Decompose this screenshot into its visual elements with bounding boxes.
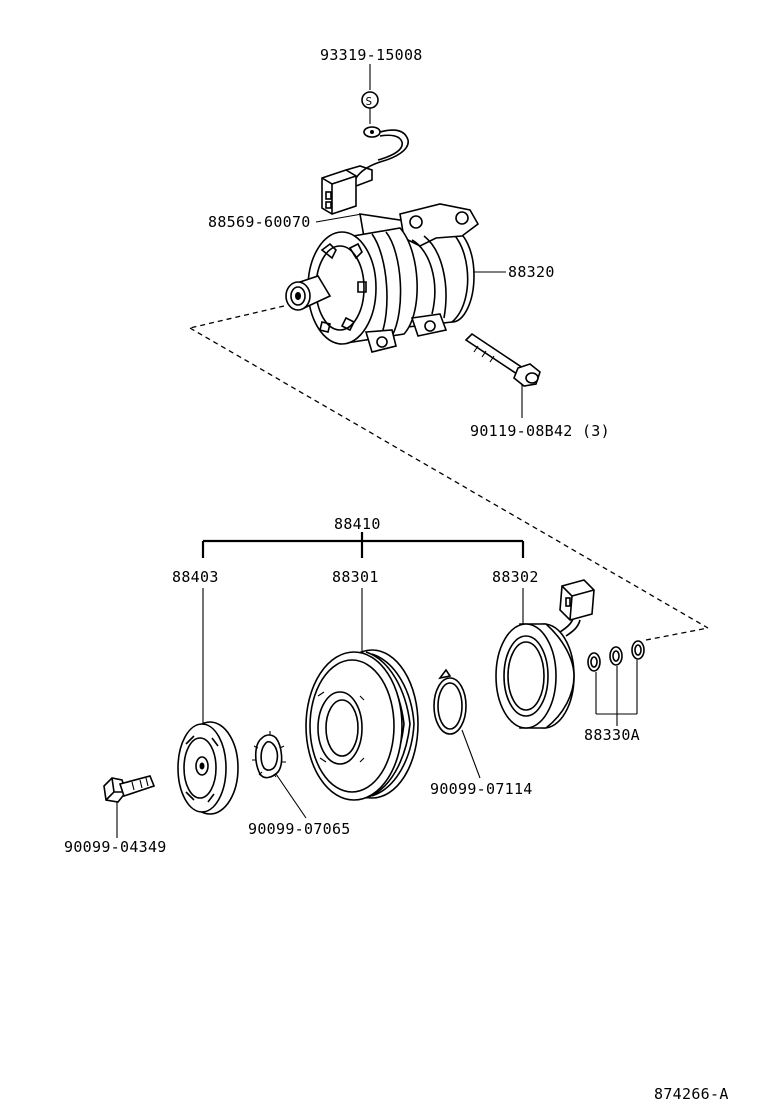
pressure-plate-icon <box>177 721 239 815</box>
snap-ring-plate-icon <box>252 731 286 779</box>
callout-thermistor[interactable]: 88569-60070 <box>208 213 311 231</box>
compressor-body-icon <box>285 203 480 353</box>
callout-clutch-assy[interactable]: 88410 <box>334 515 381 533</box>
hub-bolt-icon <box>103 775 156 803</box>
callout-compressor[interactable]: 88320 <box>508 263 555 281</box>
snap-ring-pulley-icon <box>433 668 467 735</box>
callout-snap-ring-plate[interactable]: 90099-07065 <box>248 820 351 838</box>
s-mark-label: S <box>366 95 373 108</box>
mount-bolt-icon <box>464 332 541 387</box>
callout-shim-set[interactable]: 88330A <box>584 726 640 744</box>
sensor-wire-icon <box>355 126 409 179</box>
shim-set-icon <box>587 640 645 672</box>
figure-number: 874266-A <box>654 1085 729 1103</box>
callout-stator[interactable]: 88302 <box>492 568 539 586</box>
s-mark-icon: S <box>361 91 379 109</box>
callout-pulley[interactable]: 88301 <box>332 568 379 586</box>
callout-sensor-bolt[interactable]: 93319-15008 <box>320 46 423 64</box>
pulley-icon <box>305 649 419 801</box>
callout-pressure-plate[interactable]: 88403 <box>172 568 219 586</box>
callout-snap-ring-pulley[interactable]: 90099-07114 <box>430 780 533 798</box>
callout-mount-bolt[interactable]: 90119-08B42 (3) <box>470 422 610 440</box>
connector-icon <box>321 165 373 215</box>
callout-hub-bolt[interactable]: 90099-04349 <box>64 838 167 856</box>
stator-coil-icon <box>495 579 595 729</box>
